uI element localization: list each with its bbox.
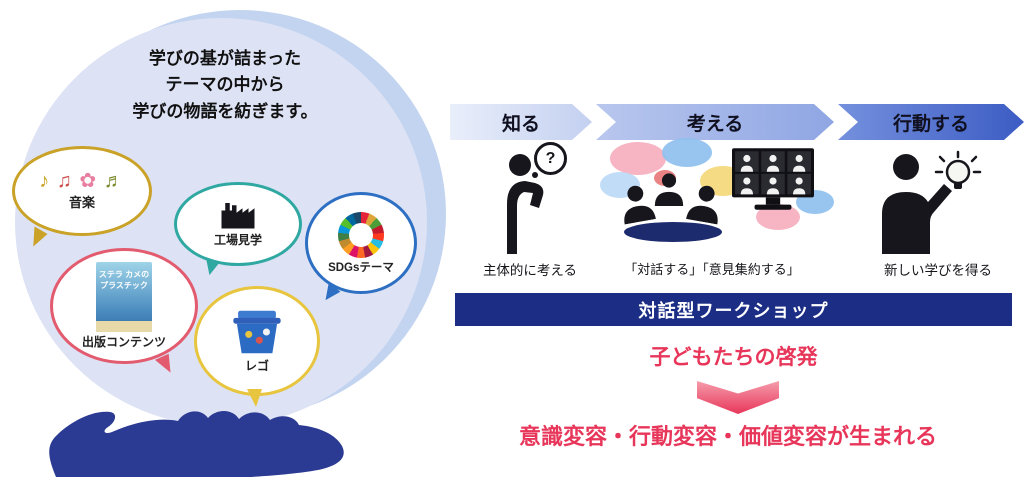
step-arrow-know: 知る (450, 104, 592, 140)
lego-bucket-icon (233, 310, 281, 354)
bubble-lego: レゴ (194, 286, 320, 407)
music-note-glyph: ♪ (39, 170, 51, 192)
bubble-music: ♪ ♫ ✿ ♬ 音楽 (12, 146, 152, 250)
bubble-factory-tour: 工場見学 (174, 182, 302, 277)
video-conference-icon (732, 148, 814, 210)
book-title-line: ステラ カメの (98, 270, 150, 279)
bubble-sdgs: SDGsテーマ (305, 192, 417, 304)
outcome-result: 意識変容・行動変容・価値変容が生まれる (518, 424, 937, 449)
book-title-line: プラスチック (100, 281, 148, 291)
person-silhouette (507, 154, 544, 254)
hand-icon (49, 411, 344, 477)
group-discussion-icon (600, 138, 834, 256)
meeting-table (624, 222, 722, 242)
bubble-label: SDGsテーマ (328, 261, 394, 274)
step-caption-think: 「対話する」「意見集約する」 (624, 262, 800, 277)
lightbulb-icon (945, 159, 971, 185)
bubble-label: 音楽 (68, 195, 95, 210)
step-caption-know: 主体的に考える (482, 263, 578, 278)
step-arrow-act: 行動する (838, 104, 1024, 140)
factory-icon (221, 203, 255, 229)
circle-title-line: 学びの物語を紡ぎます。 (132, 101, 318, 121)
bubble-label: レゴ (244, 359, 269, 373)
circle-title-line: 学びの基が詰まった (148, 49, 302, 68)
step-arrow-think: 考える (596, 104, 834, 140)
idea-person-icon (882, 150, 982, 254)
person-icon (686, 185, 718, 225)
down-arrow-icon (697, 381, 779, 414)
bubble-publishing: ステラ カメの プラスチック 出版コンテンツ (50, 248, 198, 377)
flower-glyph: ✿ (79, 170, 98, 192)
step-caption-act: 新しい学びを得る (884, 263, 992, 278)
circle-title-line: テーマの中から (165, 75, 285, 95)
circle-title: 学びの基が詰まった テーマの中から 学びの物語を紡ぎます。 (90, 46, 360, 125)
music-notes-icon: ♪ ♫ ✿ ♬ (39, 171, 124, 191)
person-icon (624, 185, 656, 225)
step-label: 行動する (892, 113, 969, 135)
outcome-headline: 子どもたちの啓発 (649, 346, 818, 369)
question-bubble-dot (532, 172, 538, 178)
sdgs-wheel-hole (349, 222, 373, 247)
music-note-glyph: ♬ (103, 170, 125, 192)
step-label: 知る (501, 113, 540, 135)
bubble-label: 工場見学 (213, 233, 262, 247)
bubble-label: 出版コンテンツ (81, 335, 166, 349)
speech-bubble-pink (610, 142, 666, 175)
step-label: 考える (686, 113, 744, 135)
person-icon (654, 173, 684, 206)
music-note-glyph: ♫ (56, 170, 73, 192)
book-cover: ステラ カメの プラスチック (96, 262, 152, 332)
sdgs-wheel-icon (338, 211, 384, 258)
workshop-banner: 対話型ワークショップ (455, 293, 1012, 326)
speech-bubble-blue (662, 138, 712, 167)
question-mark-icon: ? (534, 142, 567, 175)
book-cover-art (96, 321, 152, 332)
lightbulb-rays (934, 150, 982, 174)
bubble-tail (247, 389, 262, 407)
thinking-person-icon: ? (492, 142, 578, 254)
